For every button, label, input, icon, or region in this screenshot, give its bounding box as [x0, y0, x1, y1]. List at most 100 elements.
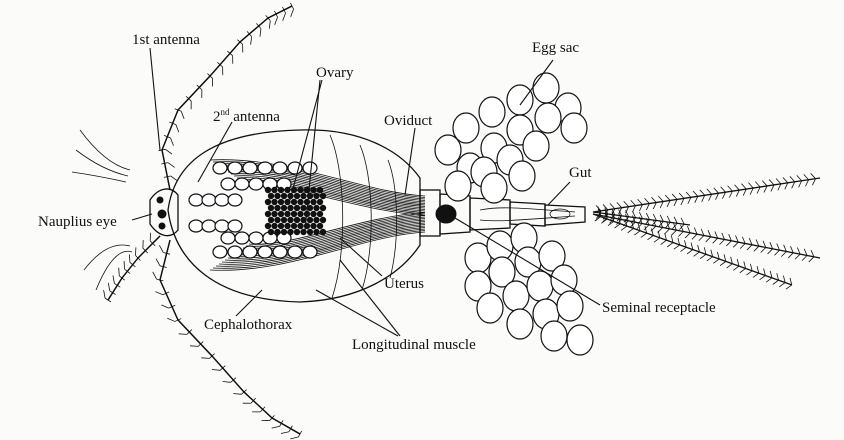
muscle-line	[221, 225, 426, 263]
seta-hair	[652, 219, 657, 227]
seta-hair	[720, 186, 726, 193]
seta-hair	[721, 232, 725, 240]
antenna-hair	[233, 393, 242, 395]
uterus-dot	[271, 186, 278, 194]
seta-hair	[769, 270, 773, 278]
seta-hair	[742, 188, 747, 196]
seta-hair	[651, 196, 657, 203]
antenna-segment	[161, 162, 169, 165]
uterus-dot	[313, 216, 320, 224]
seta-hair	[658, 195, 664, 202]
uterus-dot	[264, 186, 272, 194]
antenna-hair	[189, 345, 199, 347]
antenna-segment	[217, 62, 223, 68]
antenna-segment	[159, 265, 167, 268]
seta-hair	[777, 183, 782, 191]
seta-hair	[732, 265, 740, 271]
ovary-cell	[272, 245, 288, 259]
seta-hair	[611, 208, 616, 216]
seta-hair	[680, 246, 687, 252]
antenna-segment	[209, 353, 215, 359]
ovary-cell	[248, 231, 264, 245]
seta-hair	[763, 268, 766, 276]
label-longitudinal-muscle: Longitudinal muscle	[352, 337, 476, 353]
seta-hair	[611, 211, 615, 219]
antenna-segment	[185, 95, 192, 102]
seta-hair	[666, 200, 671, 208]
label-egg-sac: Egg sac	[532, 40, 579, 56]
seta-hair	[735, 189, 740, 197]
seta-hair	[623, 216, 629, 223]
head-bristle	[79, 129, 131, 171]
egg	[532, 72, 560, 104]
seta-hair	[631, 221, 634, 229]
antenna-hair	[268, 20, 271, 29]
uterus-dot	[316, 198, 324, 206]
seta-hair	[810, 173, 816, 179]
antenna-segment	[162, 291, 170, 296]
ovary-cell	[214, 219, 230, 233]
ovary-cell	[248, 177, 264, 191]
uterus-dot	[303, 198, 311, 206]
seta-hair	[684, 240, 687, 248]
seta-hair	[680, 217, 685, 225]
antenna-segment	[256, 23, 262, 29]
seta-hair	[691, 233, 698, 240]
seta-hair	[607, 221, 614, 227]
seta-hair	[756, 266, 760, 274]
seta-hair	[767, 248, 773, 255]
uterus-dot	[306, 216, 314, 224]
egg	[478, 96, 506, 128]
seta-hair	[796, 175, 802, 182]
antenna-segment	[297, 430, 303, 438]
label-seminal-receptacle: Seminal receptacle	[602, 300, 716, 316]
antenna-hair	[161, 304, 169, 309]
uterus-dot	[284, 198, 291, 206]
ovary-cell	[201, 193, 217, 207]
antenna-hair	[280, 431, 290, 434]
seta-hair	[664, 233, 667, 241]
label-nauplius-eye: Nauplius eye	[38, 214, 117, 230]
seta-hair	[645, 203, 650, 211]
muscle-line	[248, 212, 426, 245]
ovary-cell	[302, 161, 318, 175]
uterus-dot	[293, 192, 301, 200]
uterus-dot	[319, 216, 327, 224]
seta-hair	[699, 189, 706, 196]
seta-hair	[673, 216, 678, 224]
uterus-dot	[264, 198, 272, 206]
seta-hair	[779, 282, 786, 288]
seta-hair	[783, 244, 787, 252]
seta-hair	[746, 270, 753, 276]
seta-hair	[616, 219, 622, 225]
seta-hair	[666, 222, 670, 229]
seta-hair	[706, 188, 712, 195]
label-gut: Gut	[569, 165, 592, 181]
abdomen	[419, 189, 586, 237]
seta-hair	[659, 201, 664, 209]
uterus-dot	[319, 192, 327, 200]
uterus-dot	[271, 210, 278, 218]
muscle-line	[218, 227, 426, 265]
seta-hair	[601, 218, 608, 224]
seta-hair	[703, 247, 707, 255]
seta-hair	[618, 216, 621, 224]
label-ovary: Ovary	[316, 65, 354, 81]
seta-hair	[659, 214, 664, 222]
antenna-segment	[259, 406, 266, 413]
antenna-hair	[290, 8, 294, 17]
seta-hair	[726, 240, 732, 247]
seta-hair	[776, 243, 780, 251]
ovary-cell	[227, 161, 243, 175]
head-bristle	[71, 171, 127, 183]
nauplius-eye-mark	[156, 196, 167, 230]
seta-hair	[776, 273, 779, 281]
seta-hair	[701, 195, 706, 202]
seta-hair	[790, 246, 794, 253]
seta-hair	[684, 232, 691, 239]
seta-hair	[739, 243, 746, 249]
egg	[486, 230, 514, 262]
antenna-segment	[149, 240, 156, 247]
seta-hair	[598, 209, 601, 217]
uterus-dot	[277, 198, 285, 206]
